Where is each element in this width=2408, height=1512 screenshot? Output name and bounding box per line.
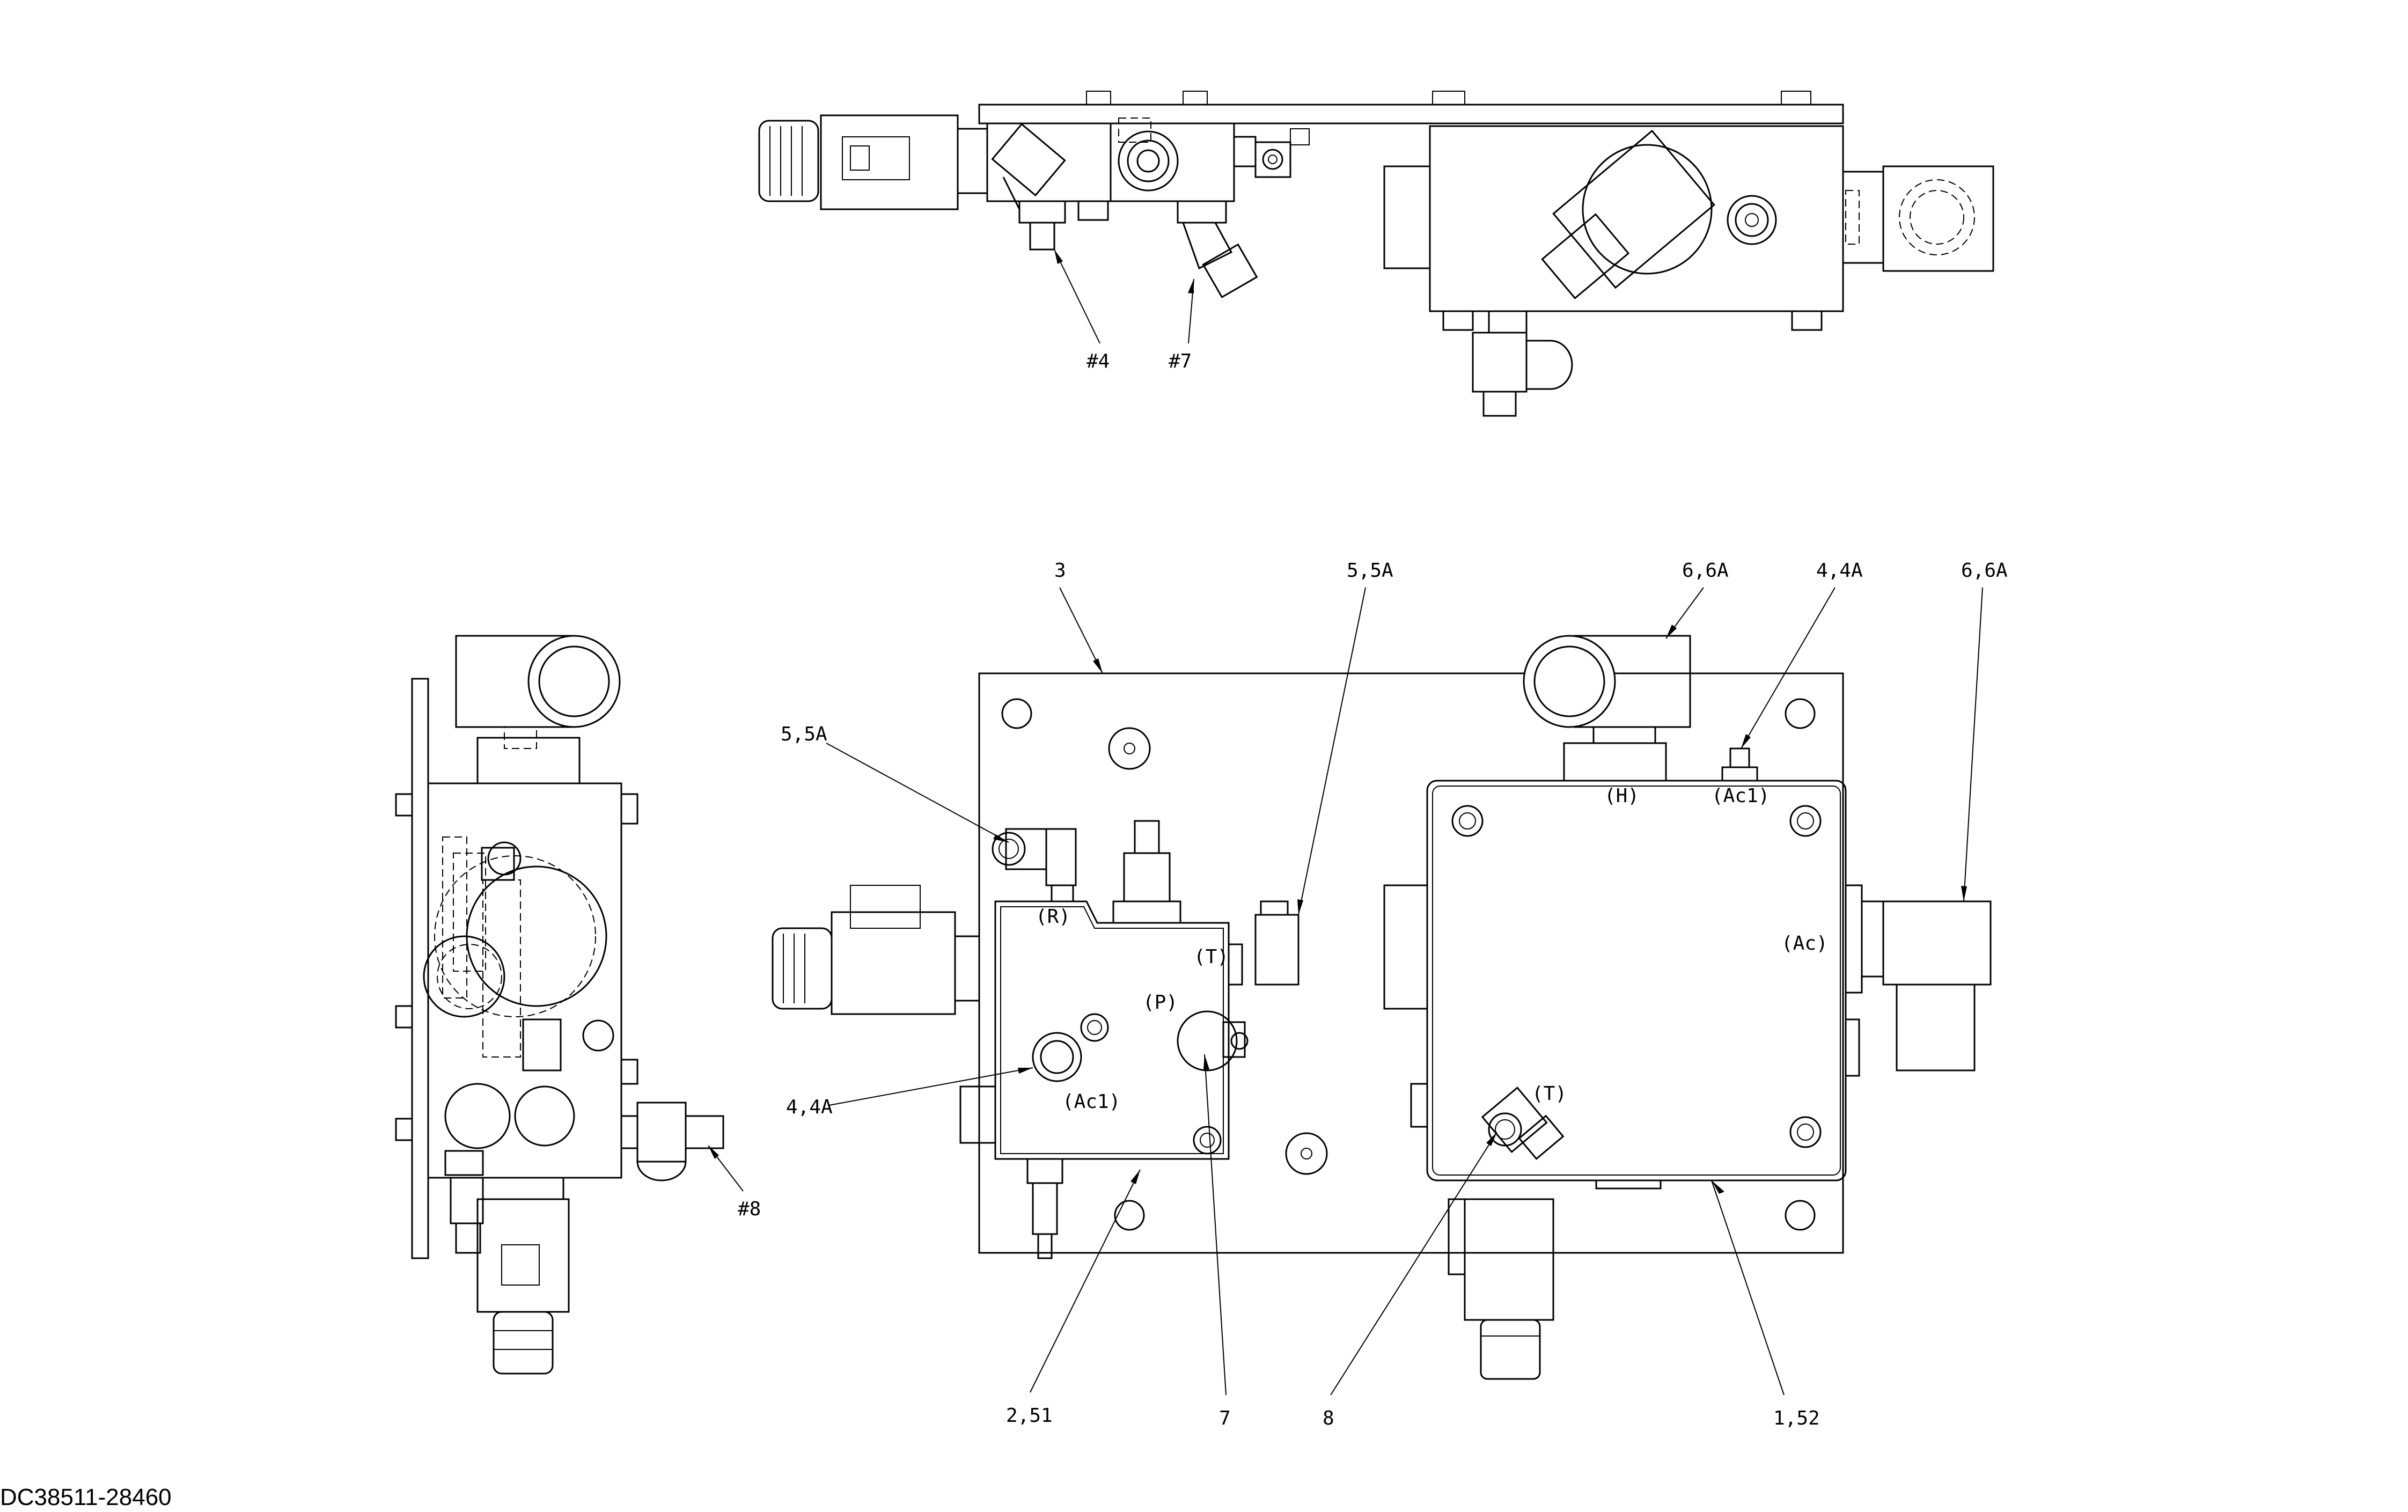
document-number: DC38511-28460 — [0, 1484, 172, 1509]
port-label-h: (H) — [1604, 785, 1639, 807]
callout-5-5a-left: 5,5A — [781, 723, 1009, 843]
callout-4-4a-top: 4,4A — [1741, 560, 1863, 749]
callout-label: #7 — [1169, 350, 1192, 372]
callout-label: #8 — [738, 1198, 761, 1220]
port-label-ac: (Ac) — [1781, 933, 1828, 955]
callout-label: #4 — [1086, 350, 1110, 372]
port-label-t-small: (T) — [1194, 946, 1229, 968]
callout-label: 4,4A — [786, 1096, 833, 1118]
side-view — [395, 635, 724, 1375]
port-label-t-large: (T) — [1532, 1083, 1567, 1105]
callout-label: 1,52 — [1773, 1407, 1820, 1429]
callout-4-4a-left: 4,4A — [786, 1067, 1033, 1118]
callout-8: 8 — [1323, 1132, 1497, 1429]
port-label-ac1-large: (Ac1) — [1712, 785, 1770, 807]
top-view — [758, 91, 1994, 417]
port-label-r: (R) — [1036, 906, 1070, 928]
callout-label: 2,51 — [1006, 1405, 1053, 1427]
callout-6-6a-top: 6,6A — [1665, 560, 1729, 639]
callout-3: 3 — [1054, 560, 1103, 674]
callout-label: 6,6A — [1682, 560, 1729, 582]
callout-1-52: 1,52 — [1711, 1180, 1820, 1429]
side-callout-8: #8 — [708, 1145, 761, 1220]
callout-7: 7 — [1203, 1054, 1231, 1429]
callout-label: 5,5A — [781, 723, 827, 745]
callout-5-5a-top: 5,5A — [1297, 560, 1393, 915]
callout-label: 4,4A — [1816, 560, 1863, 582]
top-callout-7: #7 — [1169, 278, 1194, 372]
callout-2-51: 2,51 — [1006, 1169, 1141, 1427]
front-view — [772, 635, 1992, 1380]
callout-label: 3 — [1054, 560, 1066, 582]
port-label-p: (P) — [1143, 992, 1178, 1014]
callout-label: 5,5A — [1347, 560, 1393, 582]
callout-label: 6,6A — [1961, 560, 2008, 582]
top-callout-4: #4 — [1054, 249, 1110, 372]
callout-6-6a-right: 6,6A — [1961, 560, 2008, 902]
port-labels: (R) (T) (P) (Ac1) (H) (Ac1) (Ac) (T) — [1036, 785, 1828, 1113]
callout-label: 7 — [1219, 1407, 1231, 1429]
callout-label: 8 — [1323, 1407, 1334, 1429]
port-label-ac1-small: (Ac1) — [1062, 1091, 1120, 1113]
